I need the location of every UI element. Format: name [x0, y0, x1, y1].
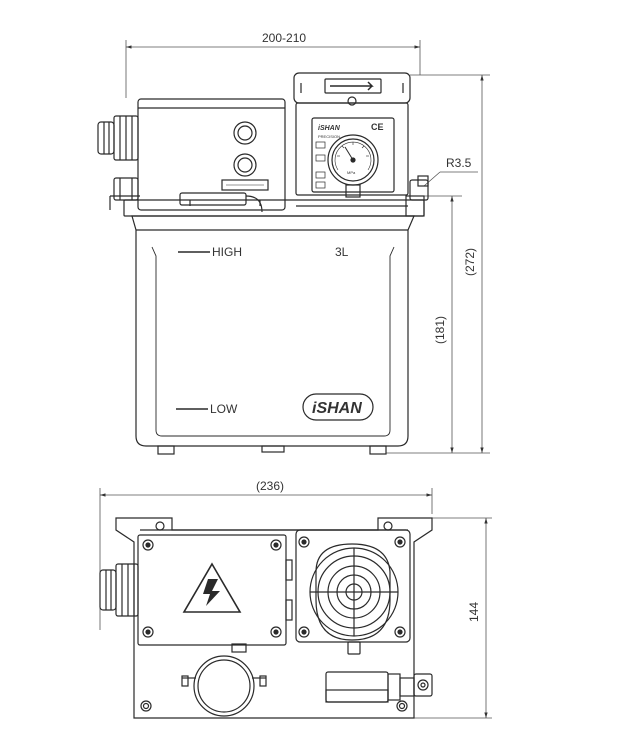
cable-gland-front [97, 115, 139, 201]
high-voltage-warning-icon [182, 562, 242, 613]
control-box-front [109, 98, 286, 211]
depth-dimension-top: 144 [414, 517, 492, 719]
depth-dimension-label: 144 [467, 602, 481, 622]
oil-tank-front: HIGH 3L LOW iSHAN [131, 215, 415, 455]
base-plate-front [123, 192, 425, 217]
radius-callout: R3.5 [423, 156, 478, 187]
width-dimension-top: (236) [99, 479, 433, 630]
panel-brand: iSHAN [318, 125, 341, 132]
ce-mark-icon: CE [371, 122, 384, 132]
width-dimension-label: 200-210 [262, 31, 306, 45]
capacity-label: 3L [335, 245, 349, 259]
total-height-label: (272) [463, 248, 477, 276]
base-plate-top [115, 517, 433, 719]
front-view: 200-210 (272) (181) R3.5 [97, 31, 490, 455]
flow-arrow-icon [330, 81, 374, 91]
pressure-panel [311, 117, 395, 193]
rating-label-plate [221, 179, 269, 191]
electrical-box-top [137, 534, 293, 653]
screw-icon [347, 96, 357, 106]
gauge-unit: MPa [347, 170, 356, 175]
outlet-valve-top [325, 671, 433, 703]
height-dimensions-front: (272) (181) [386, 74, 490, 454]
filler-cap-top [181, 655, 267, 717]
pump-housing-front: iSHAN PRECISION CE MPa [293, 72, 429, 201]
fan-cover-top [295, 529, 411, 655]
width-dimension-front: 200-210 [125, 31, 421, 98]
low-level-label: LOW [210, 402, 238, 416]
tank-height-label: (181) [433, 316, 447, 344]
pressure-gauge-icon: MPa [327, 134, 379, 198]
high-level-label: HIGH [212, 245, 242, 259]
top-view: (236) 144 [99, 479, 492, 719]
brand-logo: iSHAN [312, 400, 362, 417]
brand-logo-plate [302, 393, 374, 421]
radius-label: R3.5 [446, 156, 472, 170]
cable-gland-top [99, 563, 139, 617]
fan-grille-icon [309, 547, 399, 637]
panel-subtitle: PRECISION [318, 134, 340, 139]
width-dimension-label-top: (236) [256, 479, 284, 493]
